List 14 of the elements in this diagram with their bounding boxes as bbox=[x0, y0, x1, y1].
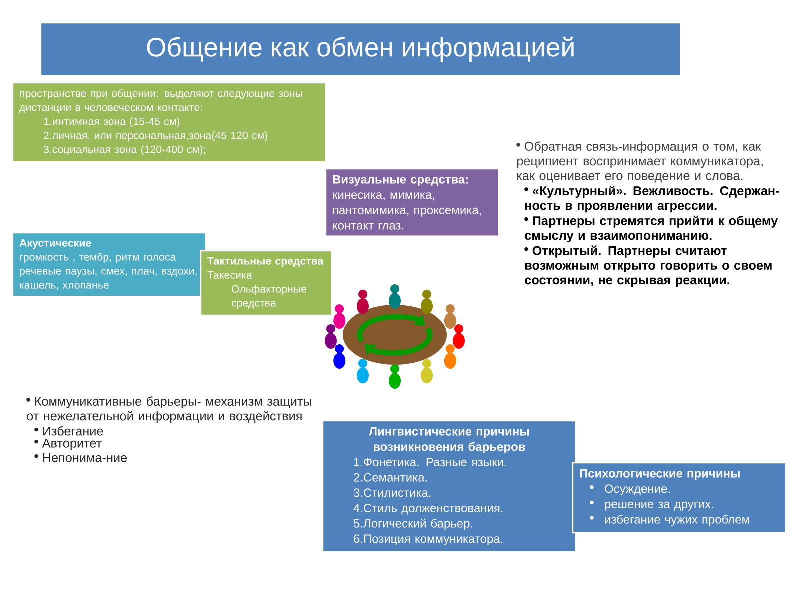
bullet-text: «Культурный». Вежливость. Сдержан-ность в проявлении агрессии. bbox=[524, 186, 780, 213]
info-card: Психологические причины Осуждение. решение за других. избегание чужих проблем bbox=[572, 462, 787, 534]
bullet-text: Избегание bbox=[34, 426, 104, 436]
info-card: пространстве при общении: выделяют следующие зоны дистанции в человеческом контакте: 1.интимная зона (15-45 см) 2.личная, или персональная,зона(45 120 см) 3.социальная зона (120-400 см); bbox=[12, 82, 327, 163]
bullet-text: Открытый. Партнеры считают возможным открыто говорить о своем состоянии, не скрывая реакции. bbox=[524, 246, 772, 288]
title-banner: Общение как обмен информацией bbox=[40, 22, 682, 77]
bullet-text: Коммуникативные барьеры- механизм защиты от нежелательной информации и воздействия bbox=[26, 396, 312, 424]
bullet-text: Обратная связь-информация о том, как реципиент воспринимает коммуникатора, как оценивает его поведение и слова. bbox=[516, 142, 763, 183]
info-card: Акустические громкость , тембр, ритм голоса речевые паузы, смех, плач, вздохи, кашель, хлопанье bbox=[12, 232, 207, 298]
bullet-text: Авторитет bbox=[34, 439, 102, 450]
bullet-text: Партнеры стремятся прийти к общему смыслу и взаимопониманию. bbox=[524, 216, 778, 243]
info-card: Тактильные средства Такесика Ольфакторные средства bbox=[200, 250, 333, 316]
bullet-text: Непонима-ние bbox=[34, 454, 128, 462]
info-card: Визуальные средства: кинесика, мимика, пантомимика, проксемика, контакт глаз. bbox=[325, 168, 500, 238]
